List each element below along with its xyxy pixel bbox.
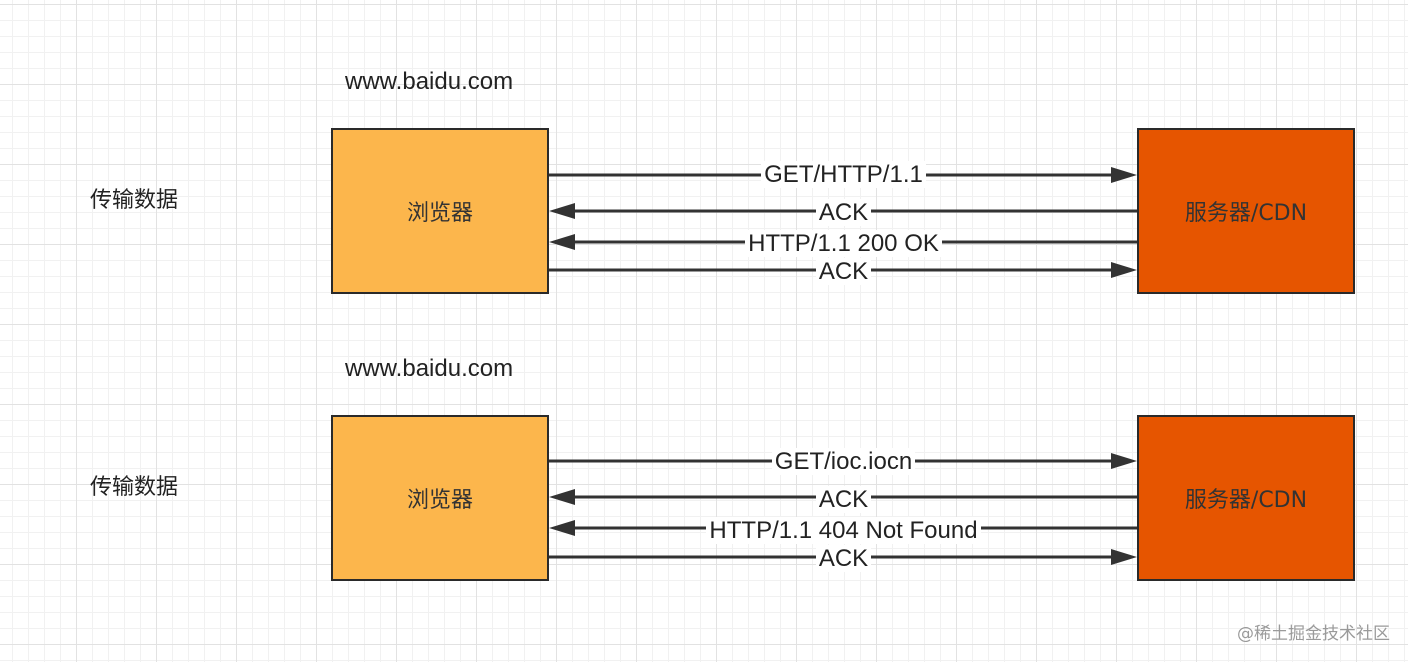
- arrowhead-ack-2: [1111, 549, 1137, 565]
- browser-label: 浏览器: [406, 488, 473, 513]
- server-node: 服务器/CDN: [1137, 128, 1355, 294]
- server-node: 服务器/CDN: [1137, 415, 1355, 581]
- diagram-2: www.baidu.com 传输数据 浏览器 服务器/CDN GET/ioc.i…: [0, 287, 1408, 587]
- arrowhead-request: [1111, 453, 1137, 469]
- server-label: 服务器/CDN: [1184, 201, 1308, 226]
- side-label: 传输数据: [90, 475, 179, 500]
- diagram-1: www.baidu.com 传输数据 浏览器 服务器/CDN GET/HTTP/…: [0, 0, 1408, 300]
- server-label: 服务器/CDN: [1184, 488, 1308, 513]
- side-label: 传输数据: [90, 188, 179, 213]
- browser-node: 浏览器: [331, 415, 549, 581]
- url-label: www.baidu.com: [345, 68, 514, 95]
- watermark: @稀土掘金技术社区: [1237, 624, 1390, 644]
- url-label: www.baidu.com: [345, 355, 514, 382]
- arrowhead-ack-1: [549, 489, 575, 505]
- arrowhead-ack-2: [1111, 262, 1137, 278]
- browser-node: 浏览器: [331, 128, 549, 294]
- arrowhead-response: [549, 520, 575, 536]
- arrowhead-request: [1111, 167, 1137, 183]
- arrowhead-response: [549, 234, 575, 250]
- arrowhead-ack-1: [549, 203, 575, 219]
- browser-label: 浏览器: [406, 201, 473, 226]
